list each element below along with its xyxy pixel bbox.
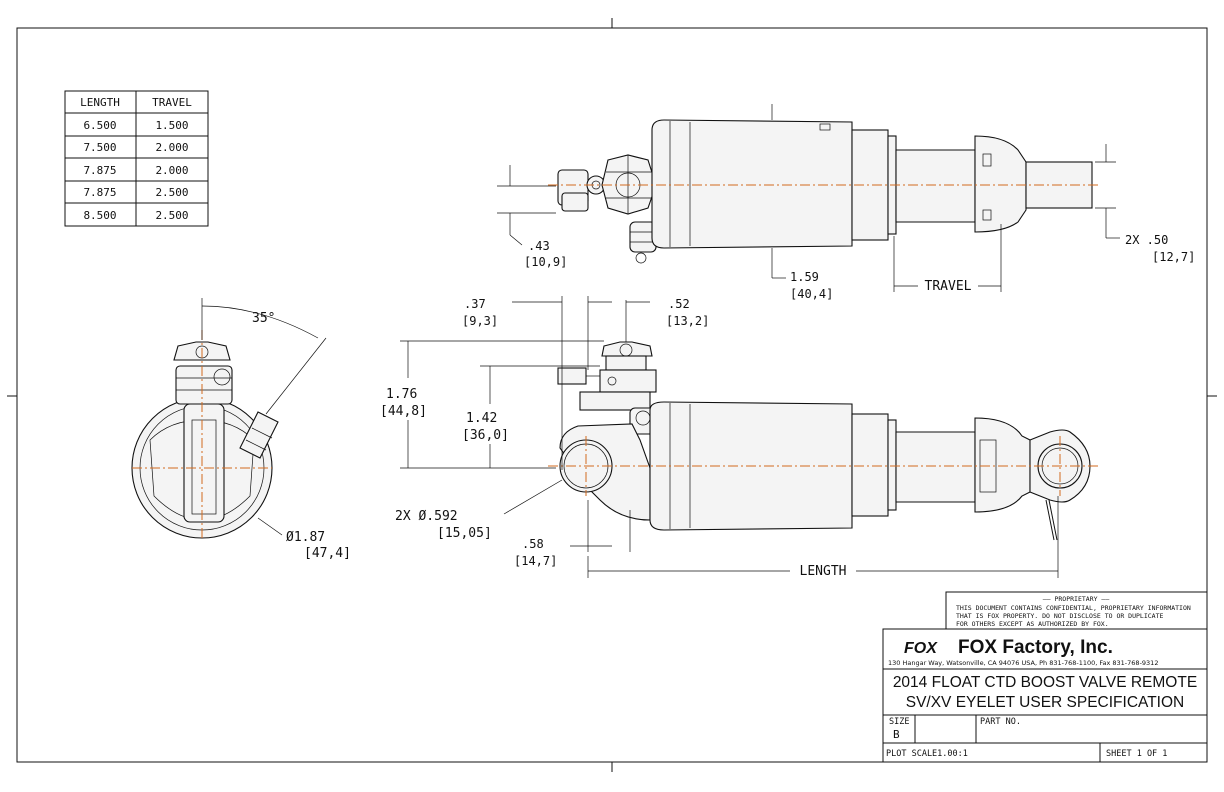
table-cell: 2.500 — [155, 209, 188, 222]
dim-top-159: 1.59 — [790, 270, 819, 284]
top-view-shock — [548, 119, 1100, 264]
dim-top-159-mm: [40,4] — [790, 287, 833, 301]
table-cell: 7.500 — [83, 141, 116, 154]
dim-142-mm: [36,0] — [462, 428, 509, 443]
dim-142: 1.42 — [466, 411, 497, 426]
dim-top-43: .43 — [528, 239, 550, 253]
company-address: 130 Hangar Way, Watsonville, CA 94076 US… — [888, 659, 1158, 667]
dim-hole-mm: [15,05] — [437, 526, 492, 541]
drawing-title-line2: SV/XV EYELET USER SPECIFICATION — [906, 694, 1185, 711]
side-view-shock — [548, 341, 1100, 541]
proprietary-line: THIS DOCUMENT CONTAINS CONFIDENTIAL, PRO… — [956, 604, 1191, 612]
dim-top-2x50: 2X .50 — [1125, 233, 1168, 247]
dim-length: LENGTH — [800, 564, 847, 579]
dim-37-mm: [9,3] — [462, 314, 498, 328]
part-no-label: PART NO. — [980, 717, 1021, 727]
sheet-number: SHEET 1 OF 1 — [1106, 749, 1167, 759]
fox-logo: FOX — [904, 640, 938, 657]
dim-top-43-mm: [10,9] — [524, 255, 567, 269]
table-cell: 2.000 — [155, 141, 188, 154]
dim-176: 1.76 — [386, 387, 417, 402]
drawing-title-line1: 2014 FLOAT CTD BOOST VALVE REMOTE — [893, 674, 1197, 691]
dim-hole: 2X Ø.592 — [395, 509, 458, 524]
dim-angle: 35° — [252, 311, 275, 326]
plot-scale: PLOT SCALE1.00:1 — [886, 749, 968, 759]
dim-52: .52 — [668, 297, 690, 311]
dim-dia-body-mm: [47,4] — [304, 546, 351, 561]
end-view-shock — [131, 330, 279, 540]
table-cell: 2.500 — [155, 186, 188, 199]
side-view-dimensions: .37 [9,3] .52 [13,2] 1.76 [44,8] 1.42 [3… — [380, 296, 1059, 579]
proprietary-line: FOR OTHERS EXCEPT AS AUTHORIZED BY FOX. — [956, 620, 1109, 628]
company-name: FOX Factory, Inc. — [958, 637, 1113, 658]
proprietary-line: THAT IS FOX PROPERTY. DO NOT DISCLOSE TO… — [956, 612, 1163, 620]
table-header-travel: TRAVEL — [152, 96, 192, 109]
dim-37: .37 — [464, 297, 486, 311]
length-travel-table: LENGTH TRAVEL 6.500 1.500 7.500 2.000 7.… — [64, 90, 209, 227]
table-header-length: LENGTH — [80, 96, 120, 109]
dim-travel: TRAVEL — [925, 279, 972, 294]
size-value: B — [893, 728, 900, 741]
table-cell: 1.500 — [155, 119, 188, 132]
dim-top-2x50-mm: [12,7] — [1152, 250, 1195, 264]
dim-58: .58 — [522, 537, 544, 551]
table-cell: 8.500 — [83, 209, 116, 222]
dim-dia-body: Ø1.87 — [286, 530, 325, 545]
table-cell: 2.000 — [155, 164, 188, 177]
top-view-dimensions: .43 [10,9] 1.59 [40,4] 2X .50 [12,7] TRA… — [497, 104, 1195, 301]
title-block: —— PROPRIETARY —— THIS DOCUMENT CONTAINS… — [882, 591, 1208, 763]
dim-176-mm: [44,8] — [380, 404, 427, 419]
end-view-dimensions: 35° Ø1.87 [47,4] — [201, 298, 351, 561]
dim-52-mm: [13,2] — [666, 314, 709, 328]
table-cell: 6.500 — [83, 119, 116, 132]
size-label: SIZE — [889, 717, 909, 727]
table-cell: 7.875 — [83, 164, 116, 177]
proprietary-heading: —— PROPRIETARY —— — [1043, 595, 1110, 603]
dim-58-mm: [14,7] — [514, 554, 557, 568]
table-cell: 7.875 — [83, 186, 116, 199]
